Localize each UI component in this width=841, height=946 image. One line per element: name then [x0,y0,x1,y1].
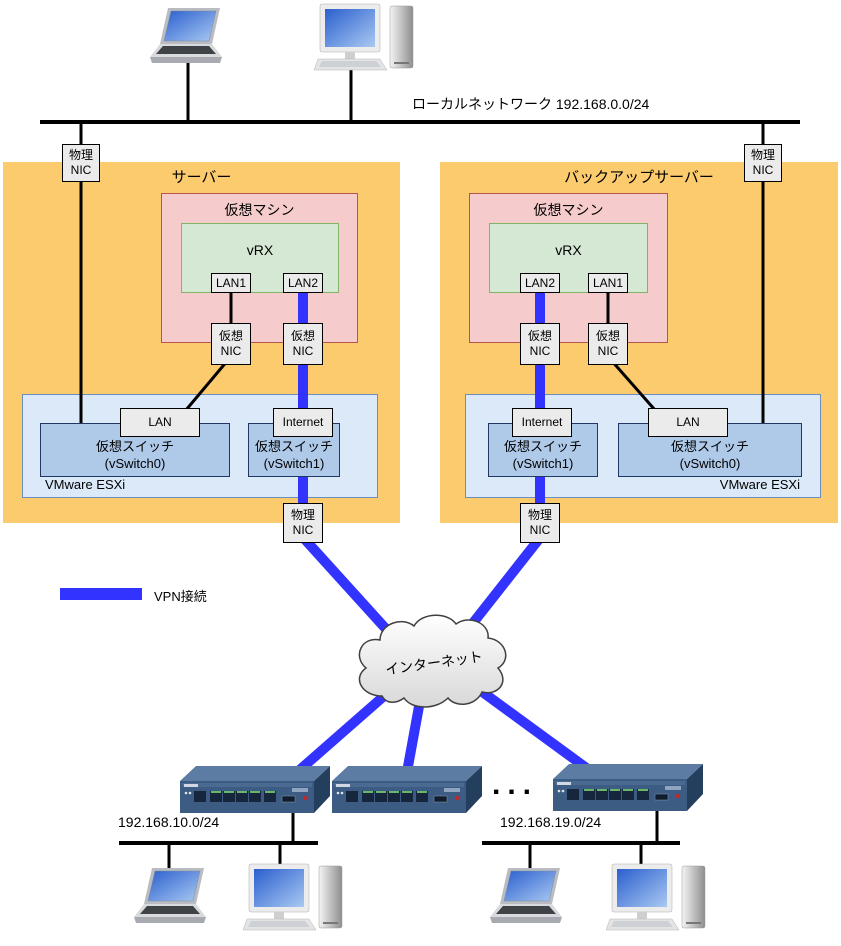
server-2-vrx-label: vRX [555,242,582,258]
server-2-esxi-label: VMware ESXi [719,477,800,492]
server-1-physical-nic-bottom: 物理 NIC [283,503,323,543]
ellipsis-dots: ... [492,768,539,801]
server-1-physical-nic-top: 物理 NIC [62,144,100,182]
server-1-vrx-label: vRX [246,242,274,258]
server-1-vm-label: 仮想マシン [224,202,295,218]
subnet-label-2: 192.168.19.0/24 [500,814,602,830]
server-2-lan2-port: LAN2 [520,273,560,293]
server-1-vswitch1-label: 仮想スイッチ (vSwitch1) [254,439,333,471]
server-1-esxi-label: VMware ESXi [45,477,126,492]
server-1-vswitch0-label: 仮想スイッチ (vSwitch0) [95,439,174,471]
server-1-lan-portgroup: LAN [120,408,200,437]
server-2-virtual-nic-lan: 仮想 NIC [588,323,628,365]
laptop-icon-bottom-right [489,867,563,924]
router-icon-2 [331,765,483,814]
server-2-physical-nic-bottom: 物理 NIC [520,503,560,543]
server-1-title: サーバー [171,169,232,186]
server-2-lan1-port: LAN1 [588,273,628,293]
laptop-icon-bottom-left [133,867,207,924]
subnet-label-1: 192.168.10.0/24 [118,814,220,830]
internet-cloud-label: インターネット [384,648,484,678]
server-2-vswitch1-label: 仮想スイッチ (vSwitch1) [503,439,582,471]
vpn-legend-label: VPN接続 [154,589,207,604]
server-2-vswitch0-label: 仮想スイッチ (vSwitch0) [670,439,749,471]
laptop-icon-top [149,7,223,64]
server-2-virtual-nic-inet: 仮想 NIC [520,323,560,365]
server-1-internet-portgroup: Internet [273,408,333,437]
server-1-lan2-port: LAN2 [283,273,323,293]
server-1-lan1-port: LAN1 [211,273,251,293]
server-1-virtual-nic-inet: 仮想 NIC [283,323,323,365]
vpn-legend-swatch [60,588,142,600]
server-2-lan-portgroup: LAN [648,408,728,437]
desktop-icon-bottom-left [242,863,343,931]
server-2-vm-label: 仮想マシン [533,202,604,218]
local-network-label: ローカルネットワーク 192.168.0.0/24 [412,96,650,112]
server-2-internet-portgroup: Internet [512,408,572,437]
router-icon-3 [552,763,704,812]
desktop-icon-top [313,3,414,71]
server-1-virtual-nic-lan: 仮想 NIC [211,323,251,365]
desktop-icon-bottom-right [605,863,706,931]
router-icon-1 [179,765,331,814]
server-2-title: バックアップサーバー [564,169,714,186]
server-2-physical-nic-top: 物理 NIC [744,144,782,182]
